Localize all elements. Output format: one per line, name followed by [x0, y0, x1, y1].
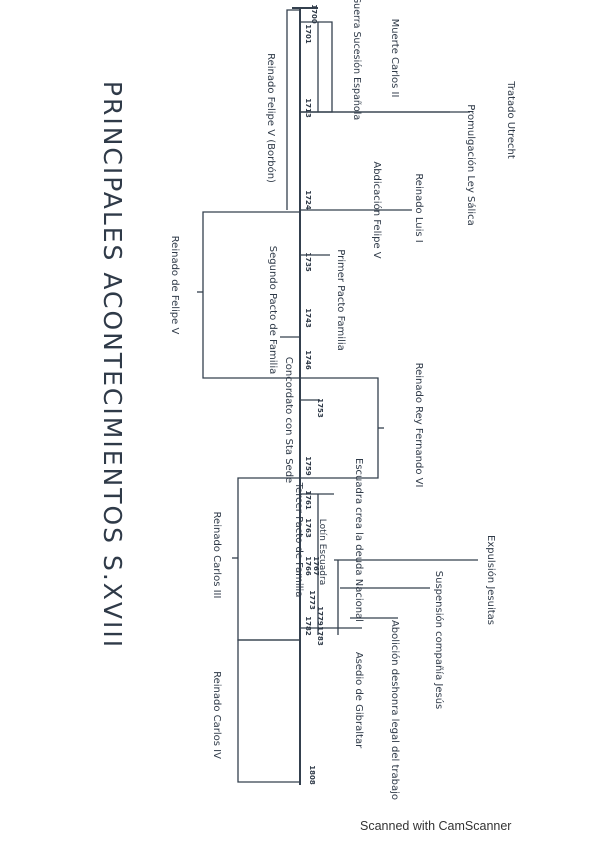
year-1743: 1743	[304, 308, 312, 328]
year-1779: 1779	[316, 606, 324, 626]
reign-carlos-iii: Reinado Carlos III	[211, 512, 222, 599]
reign-carlos-iv: Reinado Carlos IV	[211, 671, 222, 759]
event-segundo-pacto: Segundo Pacto de Familia	[267, 246, 278, 374]
reign-felipe-borbon: Reinado Felipe V (Borbón)	[265, 53, 277, 183]
year-1759: 1759	[304, 456, 312, 476]
bracket-felipe-borbon	[286, 9, 300, 210]
year-1773: 1773	[308, 590, 316, 610]
event-muerte-carlos: Muerte Carlos II	[389, 19, 400, 98]
year-1763: 1763	[304, 518, 312, 538]
bracket-carlos-iv	[237, 639, 300, 783]
event-tercer-pacto: Tercer Pacto de Familia	[293, 482, 304, 598]
page-title: PRINCIPALES ACONTECIMIENTOS S.XVIII	[98, 81, 127, 649]
bracket-felipe-v	[202, 211, 300, 379]
event-promulgacion: Promulgación Ley Sálica	[465, 104, 477, 225]
year-1782: 1782	[304, 616, 312, 636]
year-1700: 1700	[310, 4, 318, 24]
year-1724: 1724	[304, 190, 312, 210]
event-escuadra: Escuadra crea la deuda Nacional	[353, 458, 364, 622]
event-concordato: Concordato con Sta Sede	[283, 357, 294, 483]
year-1701: 1701	[304, 24, 312, 44]
event-abolicion: Abolición deshonra legal del trabajo	[389, 620, 401, 800]
scanner-footer: Scanned with CamScanner	[360, 819, 512, 833]
year-1808: 1808	[308, 765, 316, 785]
event-suspension: Suspensión compañía Jesús	[433, 571, 445, 709]
event-lotin: Lotín Escuadra	[317, 519, 327, 585]
event-guerra-sucesion: Guerra Sucesión Española	[351, 0, 362, 120]
reign-fernando: Reinado Rey Fernando VI	[413, 363, 424, 488]
event-asedio: Asedio de Gibraltar	[353, 652, 364, 749]
year-1783: 1783	[316, 626, 324, 646]
event-primer-pacto: Primer Pacto Familia	[335, 249, 346, 351]
event-expulsion: Expulsión Jesuitas	[485, 535, 497, 625]
year-1735: 1735	[304, 252, 312, 272]
year-1767: 1767	[312, 556, 320, 576]
event-abdicacion: Abdicación Felipe V	[371, 161, 383, 258]
bracket-carlos-iii	[237, 477, 300, 641]
reign-felipe-v: Reinado de Felipe V	[169, 236, 180, 335]
event-reinado-luis: Reinado Luis I	[413, 173, 424, 242]
year-1761: 1761	[304, 490, 312, 510]
year-1746: 1746	[304, 350, 312, 370]
year-1713: 1713	[304, 98, 312, 118]
event-tratado-utrecht: Tratado Utrecht	[505, 80, 516, 159]
year-1766: 1766	[304, 556, 312, 576]
year-1753: 1753	[316, 398, 324, 418]
